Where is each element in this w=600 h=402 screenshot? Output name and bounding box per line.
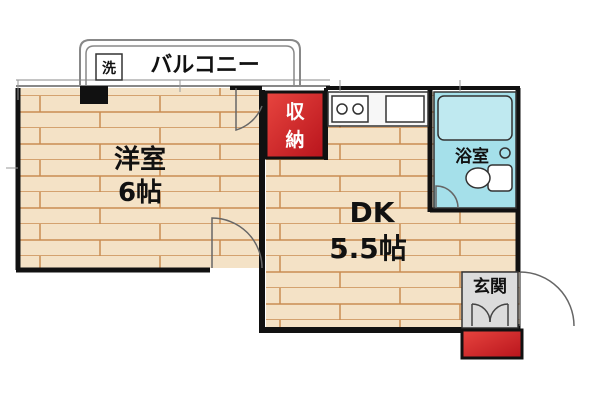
window-marks bbox=[6, 80, 461, 169]
stove-icon bbox=[331, 95, 369, 123]
western-room-floor bbox=[18, 88, 262, 268]
entrance-label: 玄関 bbox=[473, 276, 507, 297]
dk-name: DK bbox=[350, 196, 396, 229]
storage-label-line1: 収 bbox=[285, 101, 305, 123]
kitchen-counter bbox=[327, 91, 429, 127]
shoe-closet bbox=[460, 328, 524, 360]
western-room-size: 6帖 bbox=[118, 178, 162, 208]
toilet-icon bbox=[487, 164, 513, 192]
western-room-name: 洋室 bbox=[114, 144, 166, 175]
balcony bbox=[16, 39, 330, 87]
wall-pillar bbox=[80, 86, 108, 104]
dk-size: 5.5帖 bbox=[329, 232, 407, 265]
washer-space: 洗 bbox=[95, 53, 123, 81]
bathroom: 浴室 bbox=[433, 91, 517, 209]
storage-label-line2: 納 bbox=[285, 128, 304, 151]
door-swing-western bbox=[211, 217, 263, 269]
walls bbox=[15, 86, 521, 333]
storage-closet: 収 納 bbox=[264, 90, 326, 160]
balcony-label: バルコニー bbox=[150, 53, 260, 78]
door-swing-balcony bbox=[235, 88, 263, 132]
bath-label: 浴室 bbox=[455, 146, 489, 167]
washer-label: 洗 bbox=[102, 60, 116, 77]
sink-icon bbox=[385, 95, 425, 123]
entrance: 玄関 bbox=[460, 271, 575, 360]
drain-icon bbox=[499, 147, 511, 159]
bathtub-icon bbox=[437, 95, 513, 141]
